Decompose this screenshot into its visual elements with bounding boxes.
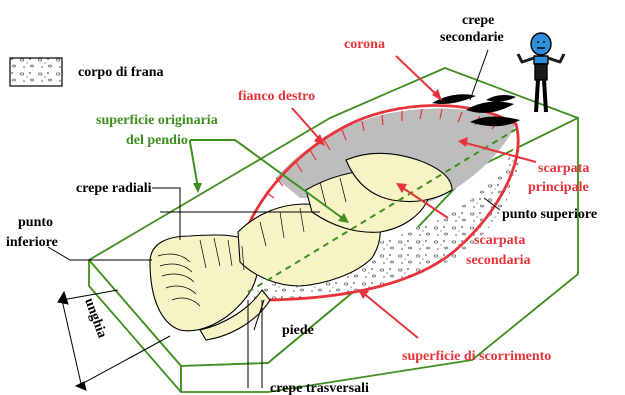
label-scarpata-secondaria-2: secondaria [466, 253, 531, 268]
label-corona: corona [344, 37, 385, 52]
label-crepe-trasversali: crepe trasversali [270, 381, 369, 395]
label-crepe-radiali: crepe radiali [76, 181, 152, 196]
label-punto-inferiore-2: inferiore [6, 235, 58, 250]
speckled-rock-swatch [10, 58, 62, 86]
leader-superficie-originaria-2 [190, 140, 198, 188]
label-scarpata-principale-1: scarpata [538, 161, 589, 176]
label-crepe-secondarie-2: secondarie [440, 30, 504, 45]
legend: corpo di frana [10, 58, 164, 86]
label-superficie-originaria-2: del pendio [126, 133, 188, 148]
label-superficie-originaria-1: superficie originaria [96, 113, 218, 128]
label-superficie-di-scorrimento: superficie di scorrimento [402, 349, 551, 364]
label-piede: piede [282, 323, 314, 338]
label-punto-inferiore-1: punto [18, 215, 53, 230]
label-punto-superiore: punto superiore [502, 207, 597, 222]
label-fianco-destro: fianco destro [238, 89, 315, 104]
label-scarpata-principale-2: principale [528, 180, 589, 195]
label-scarpata-secondaria-1: scarpata [474, 233, 525, 248]
label-crepe-secondarie-1: crepe [462, 13, 494, 28]
legend-label: corpo di frana [78, 65, 164, 80]
